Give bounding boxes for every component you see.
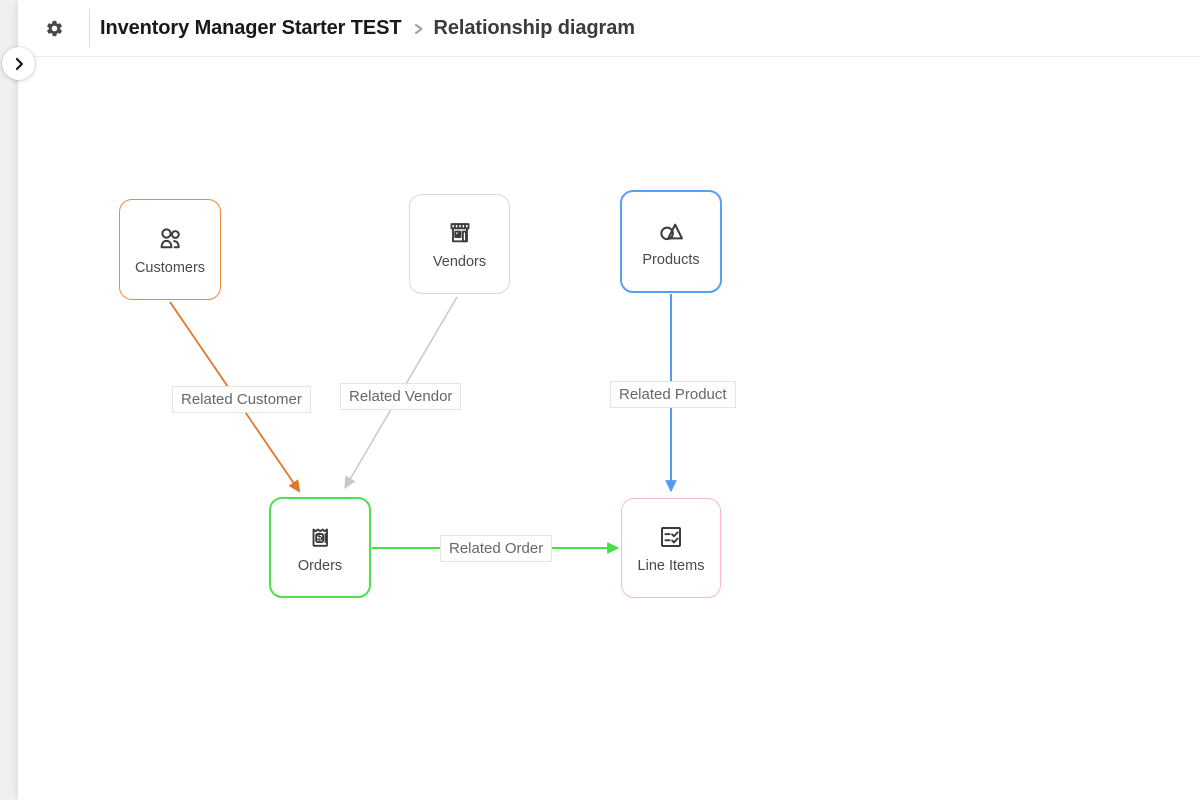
node-products[interactable]: Products: [620, 190, 722, 293]
relationship-edges: [169, 294, 677, 554]
chevron-right-icon: [15, 57, 23, 70]
edge-label-related-order: Related Order: [440, 535, 553, 562]
node-label: Line Items: [637, 558, 705, 575]
base-name-link[interactable]: Inventory Manager Starter TEST: [100, 16, 402, 39]
collapsed-sidebar-rail: [0, 0, 18, 800]
storefront-icon: [450, 223, 469, 243]
node-customers[interactable]: Customers: [119, 199, 221, 300]
header: Inventory Manager Starter TEST Relations…: [18, 0, 1200, 57]
settings-button[interactable]: [44, 18, 64, 38]
gear-icon: [46, 20, 62, 36]
edge-label-related-customer: Related Customer: [172, 386, 311, 413]
node-vendors[interactable]: Vendors: [409, 194, 510, 294]
node-label: Vendors: [432, 254, 487, 271]
checklist-icon: [661, 527, 681, 548]
header-divider: [89, 9, 90, 47]
breadcrumb-separator-icon: [411, 21, 426, 37]
node-label: Products: [642, 251, 700, 268]
svg-text:$: $: [317, 531, 323, 543]
node-orders[interactable]: $ Orders: [269, 497, 371, 598]
breadcrumb: Inventory Manager Starter TEST Relations…: [100, 17, 635, 40]
customers-icon: [160, 228, 180, 248]
expand-sidebar-button[interactable]: [2, 47, 35, 80]
receipt-icon: $: [312, 528, 328, 547]
edge-label-related-product: Related Product: [610, 381, 736, 408]
node-line-items[interactable]: Line Items: [621, 498, 721, 598]
shapes-icon: [660, 223, 683, 240]
node-label: Orders: [297, 557, 343, 574]
page-title: Relationship diagram: [433, 16, 635, 39]
diagram-canvas[interactable]: Related Customer Related Vendor Related …: [18, 58, 1200, 800]
node-label: Customers: [134, 259, 206, 276]
edge-label-related-vendor: Related Vendor: [340, 383, 462, 410]
